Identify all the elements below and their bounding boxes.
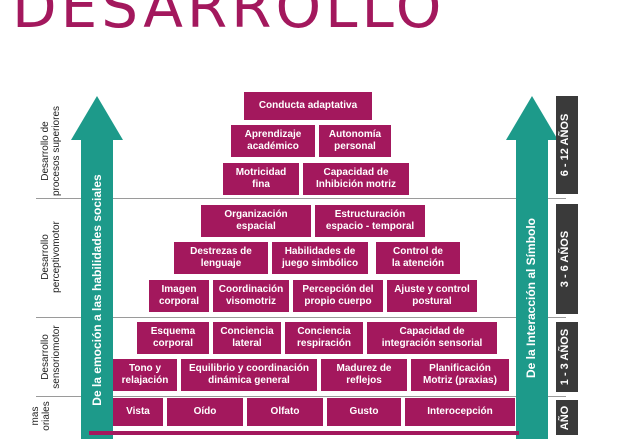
box-integracion-sensorial: Capacidad de integración sensorial [367,322,497,354]
box-habilidades-juego: Habilidades de juego simbólico [272,242,368,274]
left-arrow-label: De la emoción a las habilidades sociales [90,174,104,406]
box-percepcion-cuerpo: Percepción del propio cuerpo [293,280,383,312]
level-divider [36,198,566,199]
box-aprendizaje-academico: Aprendizaje académico [231,125,315,157]
box-interocepcion: Interocepción [405,398,515,426]
box-coordinacion-visomotriz: Coordinación visomotriz [213,280,289,312]
age-label-0-1: AÑO [559,405,571,431]
box-motricidad-fina: Motricidad fina [223,163,299,195]
level-divider [36,396,566,397]
right-arrow-label: De la Interacción al Símbolo [524,217,538,379]
box-destrezas-lenguaje: Destrezas de lenguaje [174,242,268,274]
age-bar-6-12 [556,96,578,194]
box-vista: Vista [113,398,163,426]
box-organizacion-espacial: Organización espacial [201,205,311,237]
right-arrow-head [506,96,558,140]
box-tono-relajacion: Tono y relajación [113,359,177,391]
age-bar-3-6 [556,204,578,314]
box-conciencia-respiracion: Conciencia respiración [285,322,363,354]
box-imagen-corporal: Imagen corporal [149,280,209,312]
box-autonomia-personal: Autonomía personal [319,125,391,157]
box-planificacion-motriz: Planificación Motriz (praxias) [411,359,509,391]
age-bar-0-1 [556,400,578,435]
box-conducta-adaptativa: Conducta adaptativa [244,92,372,120]
page-title: DESARROLLO [12,0,446,41]
age-bar-1-3 [556,322,578,392]
box-oido: Oído [167,398,243,426]
box-madurez-reflejos: Madurez de reflejos [321,359,407,391]
box-control-atencion: Control de la atención [376,242,460,274]
level-divider [36,317,566,318]
box-olfato: Olfato [247,398,323,426]
left-arrow-shaft [81,139,113,439]
box-conciencia-lateral: Conciencia lateral [213,322,281,354]
right-arrow-shaft [516,139,548,439]
age-label-3-6: 3 - 6 AÑOS [559,230,571,288]
box-ajuste-control-postural: Ajuste y control postural [387,280,477,312]
level-label-superiores: Desarrollo de procesos superiores [40,105,62,197]
box-partial-bottom [89,431,519,435]
level-label-sensoriales: mas oriales [30,401,52,431]
left-arrow-head [71,96,123,140]
box-esquema-corporal: Esquema corporal [137,322,209,354]
box-estructuracion: Estructuración espacio - temporal [315,205,425,237]
box-equilibrio-coordinacion: Equilibrio y coordinación dinámica gener… [181,359,317,391]
box-gusto: Gusto [327,398,401,426]
age-label-6-12: 6 - 12 AÑOS [559,113,571,177]
box-capacidad-inhibicion: Capacidad de Inhibición motriz [303,163,409,195]
